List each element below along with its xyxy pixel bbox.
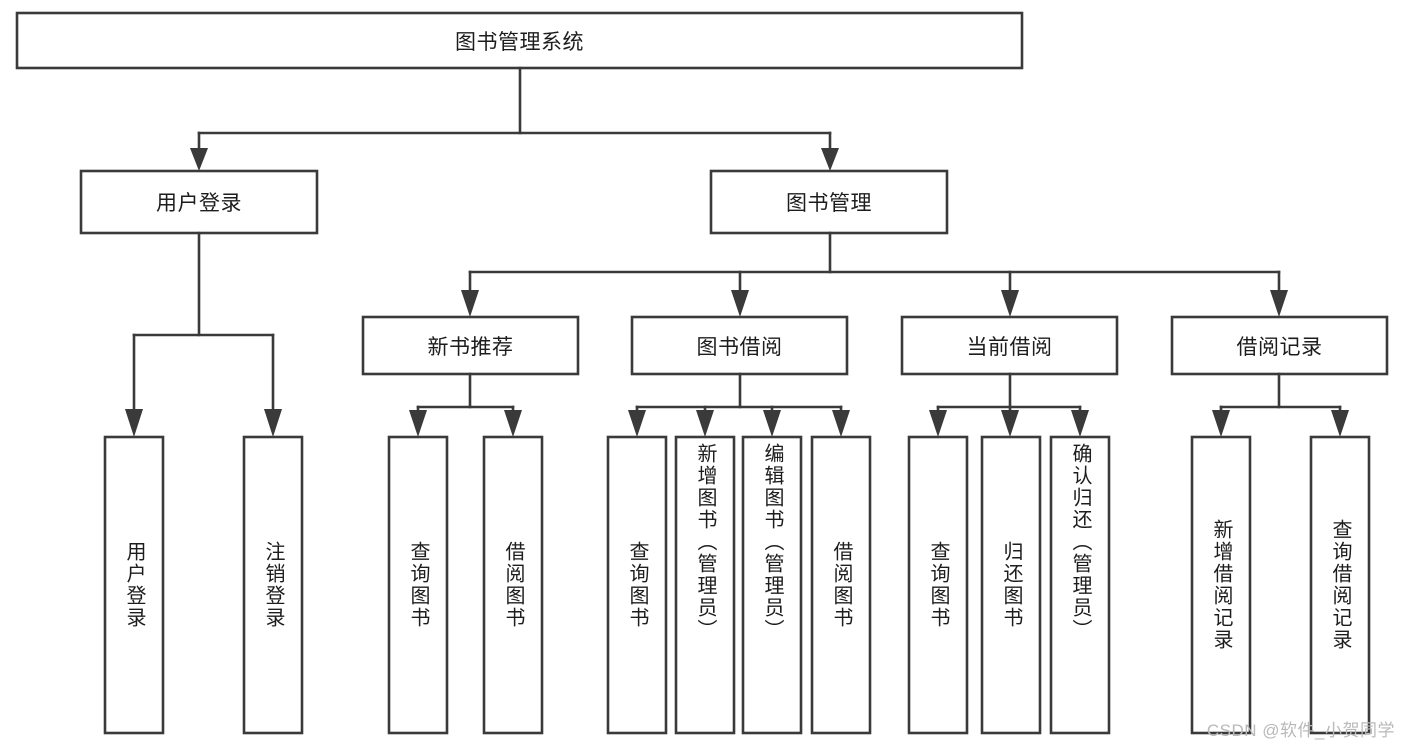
node-leaf-query-borrow-record[interactable]	[1309, 435, 1371, 735]
node-leaf-borrow-book[interactable]	[810, 435, 872, 735]
node-root-system[interactable]	[15, 11, 1024, 70]
arrow-head-icon	[1331, 410, 1349, 437]
arrow-head-icon	[125, 409, 143, 437]
node-leaf-add-book-admin[interactable]	[674, 435, 736, 735]
arrow-head-icon	[1270, 290, 1288, 317]
arrow-head-icon	[504, 410, 522, 437]
arrow-head-icon	[1001, 290, 1019, 317]
node-book-borrow[interactable]	[630, 315, 849, 376]
node-leaf-user-login[interactable]	[103, 435, 165, 735]
node-leaf-query-book-borrow[interactable]	[606, 435, 668, 735]
connector-current-borrow-to-leaves	[929, 372, 1089, 437]
arrow-head-icon	[929, 410, 947, 437]
node-new-book-recommend[interactable]	[361, 315, 580, 376]
arrow-head-icon	[190, 148, 208, 171]
node-leaf-borrow-book-recommend[interactable]	[482, 435, 544, 735]
connector-root-to-level2	[190, 66, 839, 171]
connector-new-book-recommend-to-leaves	[409, 372, 522, 437]
connector-book-borrow-to-leaves	[628, 372, 850, 437]
connector-book-management-to-level3	[461, 231, 1288, 317]
node-borrow-record[interactable]	[1170, 315, 1389, 376]
node-leaf-edit-book-admin[interactable]	[741, 435, 803, 735]
node-user-login[interactable]	[79, 169, 319, 235]
node-leaf-query-book-current[interactable]	[907, 435, 969, 735]
node-current-borrow[interactable]	[900, 315, 1119, 376]
node-leaf-user-logout[interactable]	[242, 435, 304, 735]
node-leaf-query-book-recommend[interactable]	[387, 435, 449, 735]
arrow-head-icon	[1212, 410, 1230, 437]
node-leaf-return-book[interactable]	[980, 435, 1042, 735]
connector-user-login-to-leaves	[125, 231, 282, 437]
arrow-head-icon	[832, 410, 850, 437]
arrow-head-icon	[696, 410, 714, 437]
arrow-head-icon	[461, 290, 479, 317]
arrow-head-icon	[1001, 410, 1019, 437]
node-book-management[interactable]	[709, 169, 949, 235]
arrow-head-icon	[628, 410, 646, 437]
arrow-head-icon	[1071, 410, 1089, 437]
arrow-head-icon	[264, 409, 282, 437]
arrow-head-icon	[731, 290, 749, 317]
arrow-head-icon	[821, 148, 839, 171]
node-leaf-confirm-return-admin[interactable]	[1049, 435, 1111, 735]
node-leaf-add-borrow-record[interactable]	[1190, 435, 1252, 735]
arrow-head-icon	[763, 410, 781, 437]
arrow-head-icon	[409, 410, 427, 437]
connector-borrow-record-to-leaves	[1212, 372, 1349, 437]
